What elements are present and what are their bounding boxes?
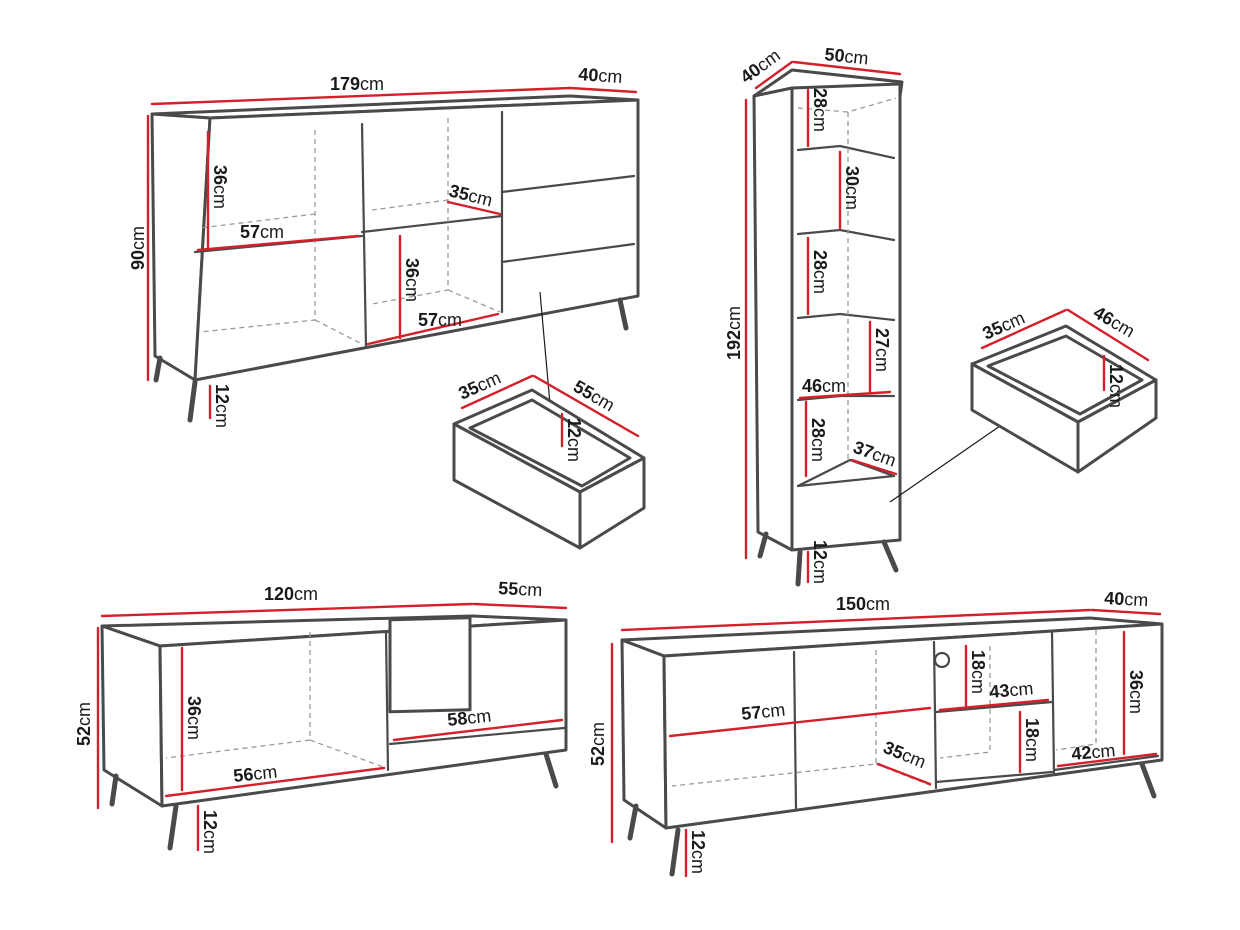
tall-cabinet-width-label: 50cm xyxy=(824,44,870,68)
tv-small-inner-width-label: 56cm xyxy=(232,761,278,785)
sideboard-shelf-depth-label: 35cm xyxy=(447,180,495,210)
tall-cabinet-shelf4-label: 27cm xyxy=(872,328,892,372)
sideboard-height-label: 90cm xyxy=(128,226,148,270)
sideboard-drawer-height-label: 12cm xyxy=(564,418,584,462)
sideboard-depth-label: 40cm xyxy=(578,64,623,87)
tv-small-width-label: 120cm xyxy=(264,584,318,604)
tv-small-legs-label: 12cm xyxy=(200,810,220,854)
tv-large-legs-label: 12cm xyxy=(688,830,708,874)
tall-cabinet-inner-width-label: 46cm xyxy=(802,376,846,396)
tv-small-depth-label: 55cm xyxy=(498,578,543,600)
sideboard-shelf-width-mid-label: 57cm xyxy=(418,310,462,330)
tall-drawer-depth-label: 46cm xyxy=(1090,302,1138,341)
tv-small-open-width-label: 58cm xyxy=(446,705,492,729)
tv-large-right-width-label: 42cm xyxy=(1071,740,1117,764)
sideboard-drawer-width-label: 35cm xyxy=(455,367,503,403)
tv-large-mid-width-label: 43cm xyxy=(989,678,1035,702)
sideboard: 179cm 40cm 90cm 36cm 57cm 36cm 57cm 35cm… xyxy=(128,64,640,428)
tall-drawer-height-label: 12cm xyxy=(1106,364,1126,408)
tv-large-width-label: 150cm xyxy=(836,594,890,614)
tall-cabinet: 40cm 50cm 192cm 28cm 30cm 28cm 27cm 46cm… xyxy=(724,44,904,587)
tv-large-height-label: 52cm xyxy=(588,722,608,766)
tv-stand-small: 120cm 55cm 52cm 36cm 56cm 58cm 12cm xyxy=(74,578,568,854)
tv-large-depth-label: 40cm xyxy=(1104,588,1149,610)
tall-cabinet-shelf1-label: 28cm xyxy=(810,88,830,132)
tall-cabinet-shelf5-label: 28cm xyxy=(808,418,828,462)
tv-large-mid-top-label: 18cm xyxy=(968,650,988,694)
tall-cabinet-shelf3-label: 28cm xyxy=(810,250,830,294)
sideboard-lower-shelf-label: 36cm xyxy=(402,258,422,302)
tall-cabinet-legs-label: 12cm xyxy=(810,540,830,584)
tv-small-inner-height-label: 36cm xyxy=(184,696,204,740)
tv-stand-large: 150cm 40cm 52cm 57cm 35cm 18cm 43cm 18cm… xyxy=(588,588,1164,878)
sideboard-shelf-width-left-label: 57cm xyxy=(240,222,284,242)
tv-small-height-label: 52cm xyxy=(74,702,94,746)
sideboard-width-label: 179cm xyxy=(330,74,384,94)
tall-cabinet-drawer: 35cm 46cm 12cm xyxy=(889,302,1158,503)
tall-cabinet-height-label: 192cm xyxy=(724,306,744,360)
tv-large-mid-bottom-label: 18cm xyxy=(1022,718,1042,762)
sideboard-upper-shelf-label: 36cm xyxy=(210,165,230,209)
sideboard-legs-label: 12cm xyxy=(212,384,232,428)
tv-large-right-height-label: 36cm xyxy=(1126,670,1146,714)
sideboard-drawer: 35cm 55cm 12cm xyxy=(452,291,646,550)
tv-large-inner-width-label: 57cm xyxy=(740,699,786,723)
tall-cabinet-shelf2-label: 30cm xyxy=(842,166,862,210)
